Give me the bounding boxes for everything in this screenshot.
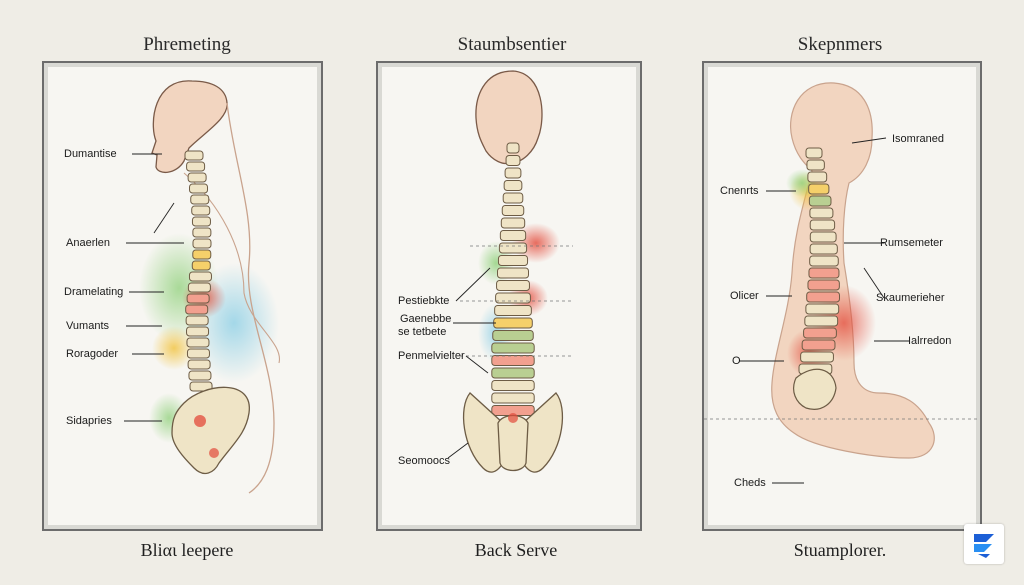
brand-logo-icon xyxy=(974,534,994,558)
vertebra xyxy=(497,255,529,266)
vertebra xyxy=(491,367,535,379)
panel-2-label: Pestiebkte xyxy=(398,295,450,307)
panel-3-title: Skepnmers xyxy=(797,34,883,55)
vertebra xyxy=(186,161,206,172)
panel-1-label: Roragoder xyxy=(66,348,118,360)
vertebra xyxy=(187,172,207,183)
panel-1-title: Phremeting xyxy=(143,34,231,55)
panel-2-label: Gaenebbe xyxy=(400,313,452,325)
vertebra xyxy=(809,255,839,267)
panel-3-spine xyxy=(796,147,840,387)
vertebra xyxy=(805,147,823,159)
vertebra xyxy=(504,167,522,179)
vertebra xyxy=(188,271,212,282)
panel-2-label: Seomoocs xyxy=(398,455,450,467)
vertebra xyxy=(808,267,840,279)
panel-3-illustration xyxy=(704,82,980,484)
vertebra xyxy=(500,217,526,229)
vertebra xyxy=(503,180,523,191)
vertebra xyxy=(805,303,840,315)
vertebra xyxy=(807,279,840,291)
vertebra xyxy=(492,330,534,341)
vertebra xyxy=(501,205,525,216)
vertebra xyxy=(801,339,836,351)
panel-1-label: Dramelating xyxy=(64,286,124,298)
vertebra xyxy=(806,159,825,171)
vertebra xyxy=(185,304,209,315)
vertebra xyxy=(808,195,832,207)
panel-1-label: Anaerlen xyxy=(66,237,111,249)
vertebra xyxy=(494,305,532,316)
vertebra xyxy=(192,238,212,249)
vertebra xyxy=(505,155,521,166)
vertebra xyxy=(491,355,535,366)
panel-2-illustration xyxy=(447,70,573,473)
vertebra xyxy=(189,381,213,392)
vertebra xyxy=(807,171,828,183)
vertebra xyxy=(804,315,839,327)
vertebra xyxy=(192,227,212,238)
vertebra xyxy=(808,183,830,195)
panel-3-label: Cnenrts xyxy=(720,185,759,197)
vertebra xyxy=(809,207,834,219)
vertebra xyxy=(191,260,211,271)
panel-2-label: se tetbete xyxy=(398,326,447,338)
vertebra xyxy=(495,292,531,304)
vertebra xyxy=(191,205,211,216)
vertebra xyxy=(190,194,210,205)
vertebra xyxy=(499,230,527,241)
vertebra xyxy=(184,150,204,161)
vertebra xyxy=(497,267,529,279)
panel-3-footer: Stuamplorer. xyxy=(793,540,887,560)
vertebra xyxy=(803,327,837,339)
vertebra xyxy=(806,291,840,303)
vertebra xyxy=(493,317,533,329)
vertebra xyxy=(809,219,836,231)
vertebra xyxy=(809,231,837,243)
vertebra xyxy=(191,216,211,227)
vertebra xyxy=(187,359,211,370)
panel-3-label: Ialrredon xyxy=(908,335,952,347)
panel-3-label: Cheds xyxy=(734,477,766,489)
panel-2-title: Staumbsentier xyxy=(457,34,567,55)
panel-2-frame: Pestiebkte Gaenebbe se tetbete Penmelvie… xyxy=(376,61,642,531)
panel-3-label: Isomraned xyxy=(892,133,944,145)
panel-3-label: Rumsemeter xyxy=(880,237,943,249)
vertebra xyxy=(189,183,209,194)
vertebra xyxy=(800,351,834,363)
vertebra xyxy=(187,282,211,293)
panel-1-illustration xyxy=(124,80,280,494)
vertebra xyxy=(186,326,210,337)
vertebra xyxy=(491,380,535,391)
vertebra xyxy=(498,242,528,254)
panel-1-frame: Dumantise Anaerlen Dramelating Vumants R… xyxy=(42,61,323,531)
panel-1-label: Vumants xyxy=(66,320,110,332)
panel-2-footer: Back Serve xyxy=(474,540,558,560)
vertebra xyxy=(502,192,524,204)
vertebra xyxy=(186,293,210,304)
panel-1-footer: Bliαι leepere xyxy=(140,540,234,560)
vertebra xyxy=(809,243,838,255)
vertebra xyxy=(186,337,210,348)
vertebra xyxy=(192,249,212,260)
vertebra xyxy=(185,315,209,326)
panel-2-label: Penmelvielter xyxy=(398,350,465,362)
vertebra xyxy=(491,342,535,354)
vertebra xyxy=(496,280,530,291)
panel-3-label: Olicer xyxy=(730,290,759,302)
vertebra xyxy=(491,392,535,404)
panel-3-label: O xyxy=(732,355,741,367)
panel-3-label: Skaumerieher xyxy=(876,292,945,304)
panel-3-frame: Isomraned Cnenrts Rumsemeter Olicer Skau… xyxy=(702,61,982,531)
vertebra xyxy=(186,348,210,359)
brand-logo xyxy=(964,524,1004,564)
vertebra xyxy=(506,142,520,154)
vertebra xyxy=(188,370,212,381)
panel-1-spine xyxy=(184,150,213,392)
panel-2-spine xyxy=(491,142,535,416)
panel-1-label: Dumantise xyxy=(64,148,117,160)
panel-1-label: Sidapries xyxy=(66,415,112,427)
